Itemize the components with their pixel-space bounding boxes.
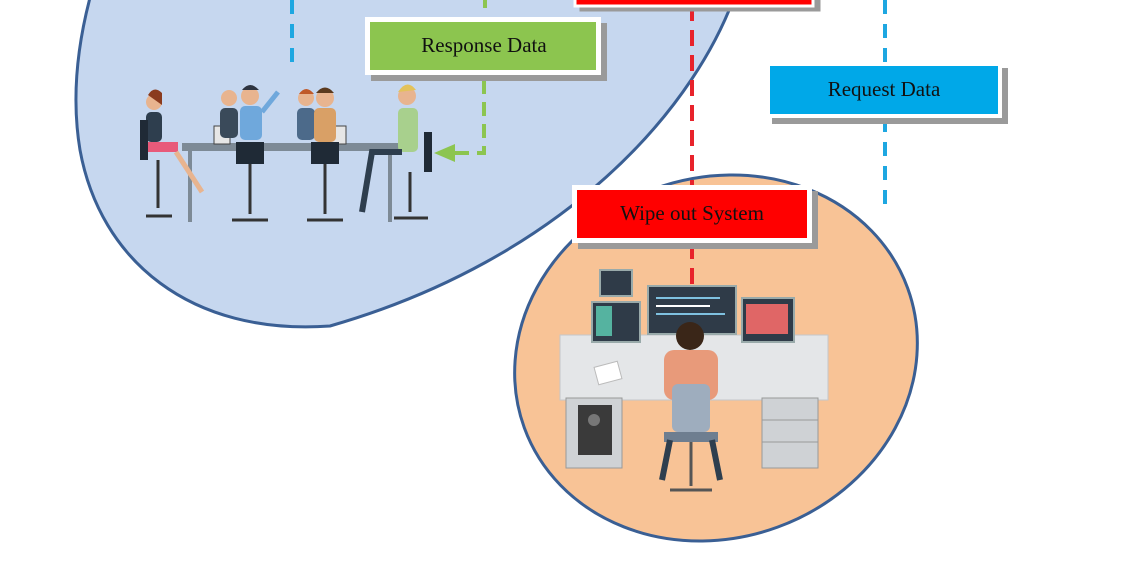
response-arrow: [434, 0, 487, 162]
request-data-label: Request Data: [828, 77, 941, 101]
request-data-label-box: [766, 62, 1002, 118]
response-data-label: Response Data: [421, 33, 547, 57]
wipe-out-system-label: Wipe out System: [620, 201, 764, 225]
team-meeting-icon: [140, 84, 432, 222]
top-red-box-edge: [573, 0, 815, 8]
operator-workstation-icon: [559, 269, 829, 492]
wipe-out-system-label-box: [572, 185, 812, 243]
response-data-label-box: [365, 17, 601, 75]
team-region-blob: [74, 0, 735, 329]
